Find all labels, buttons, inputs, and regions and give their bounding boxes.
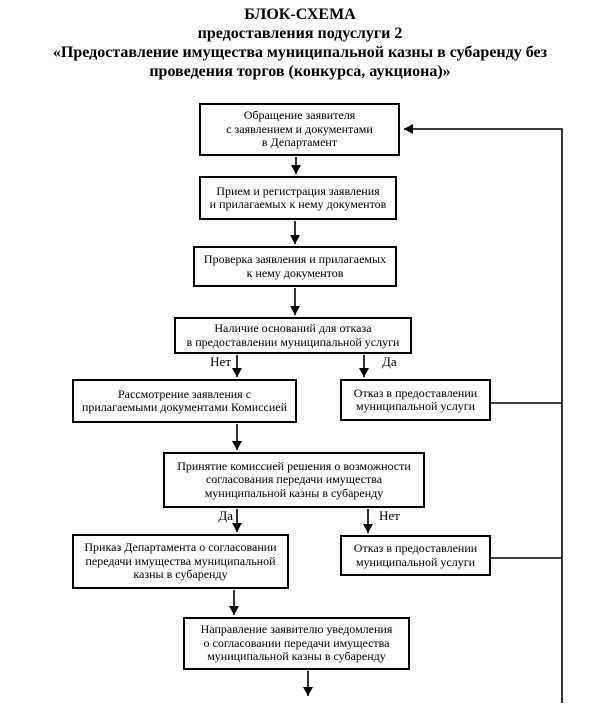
node-applicant-submission: Обращение заявителя с заявлением и докум… (199, 103, 400, 156)
node-service-refusal-2: Отказ в предоставлении муниципальной усл… (340, 535, 491, 576)
node-commission-review: Рассмотрение заявления с прилагаемыми до… (72, 379, 297, 423)
page-title: БЛОК-СХЕМА предоставления подуслуги 2 «П… (0, 5, 600, 81)
title-line-3: «Предоставление имущества муниципальной … (52, 44, 548, 80)
node-service-refusal-1: Отказ в предоставлении муниципальной усл… (340, 379, 491, 421)
branch-label-yes-1: Да (382, 354, 397, 369)
branch-label-yes-2: Да (218, 508, 233, 523)
title-line-1: БЛОК-СХЕМА (244, 6, 356, 23)
node-refusal-grounds-decision: Наличие оснований для отказа в предостав… (174, 317, 412, 354)
node-application-check: Проверка заявления и прилагаемых к нему … (193, 246, 397, 287)
title-line-2: предоставления подуслуги 2 (197, 25, 403, 42)
branch-label-no-2: Нет (379, 508, 400, 523)
node-applicant-notification: Направление заявителю уведомления о согл… (183, 617, 410, 670)
branch-label-no-1: Нет (210, 354, 231, 369)
node-department-order: Приказ Департамента о согласовании перед… (72, 534, 289, 589)
node-commission-decision: Принятие комиссией решения о возможности… (163, 452, 425, 508)
node-reception-registration: Прием и регистрация заявления и прилагае… (199, 176, 397, 220)
